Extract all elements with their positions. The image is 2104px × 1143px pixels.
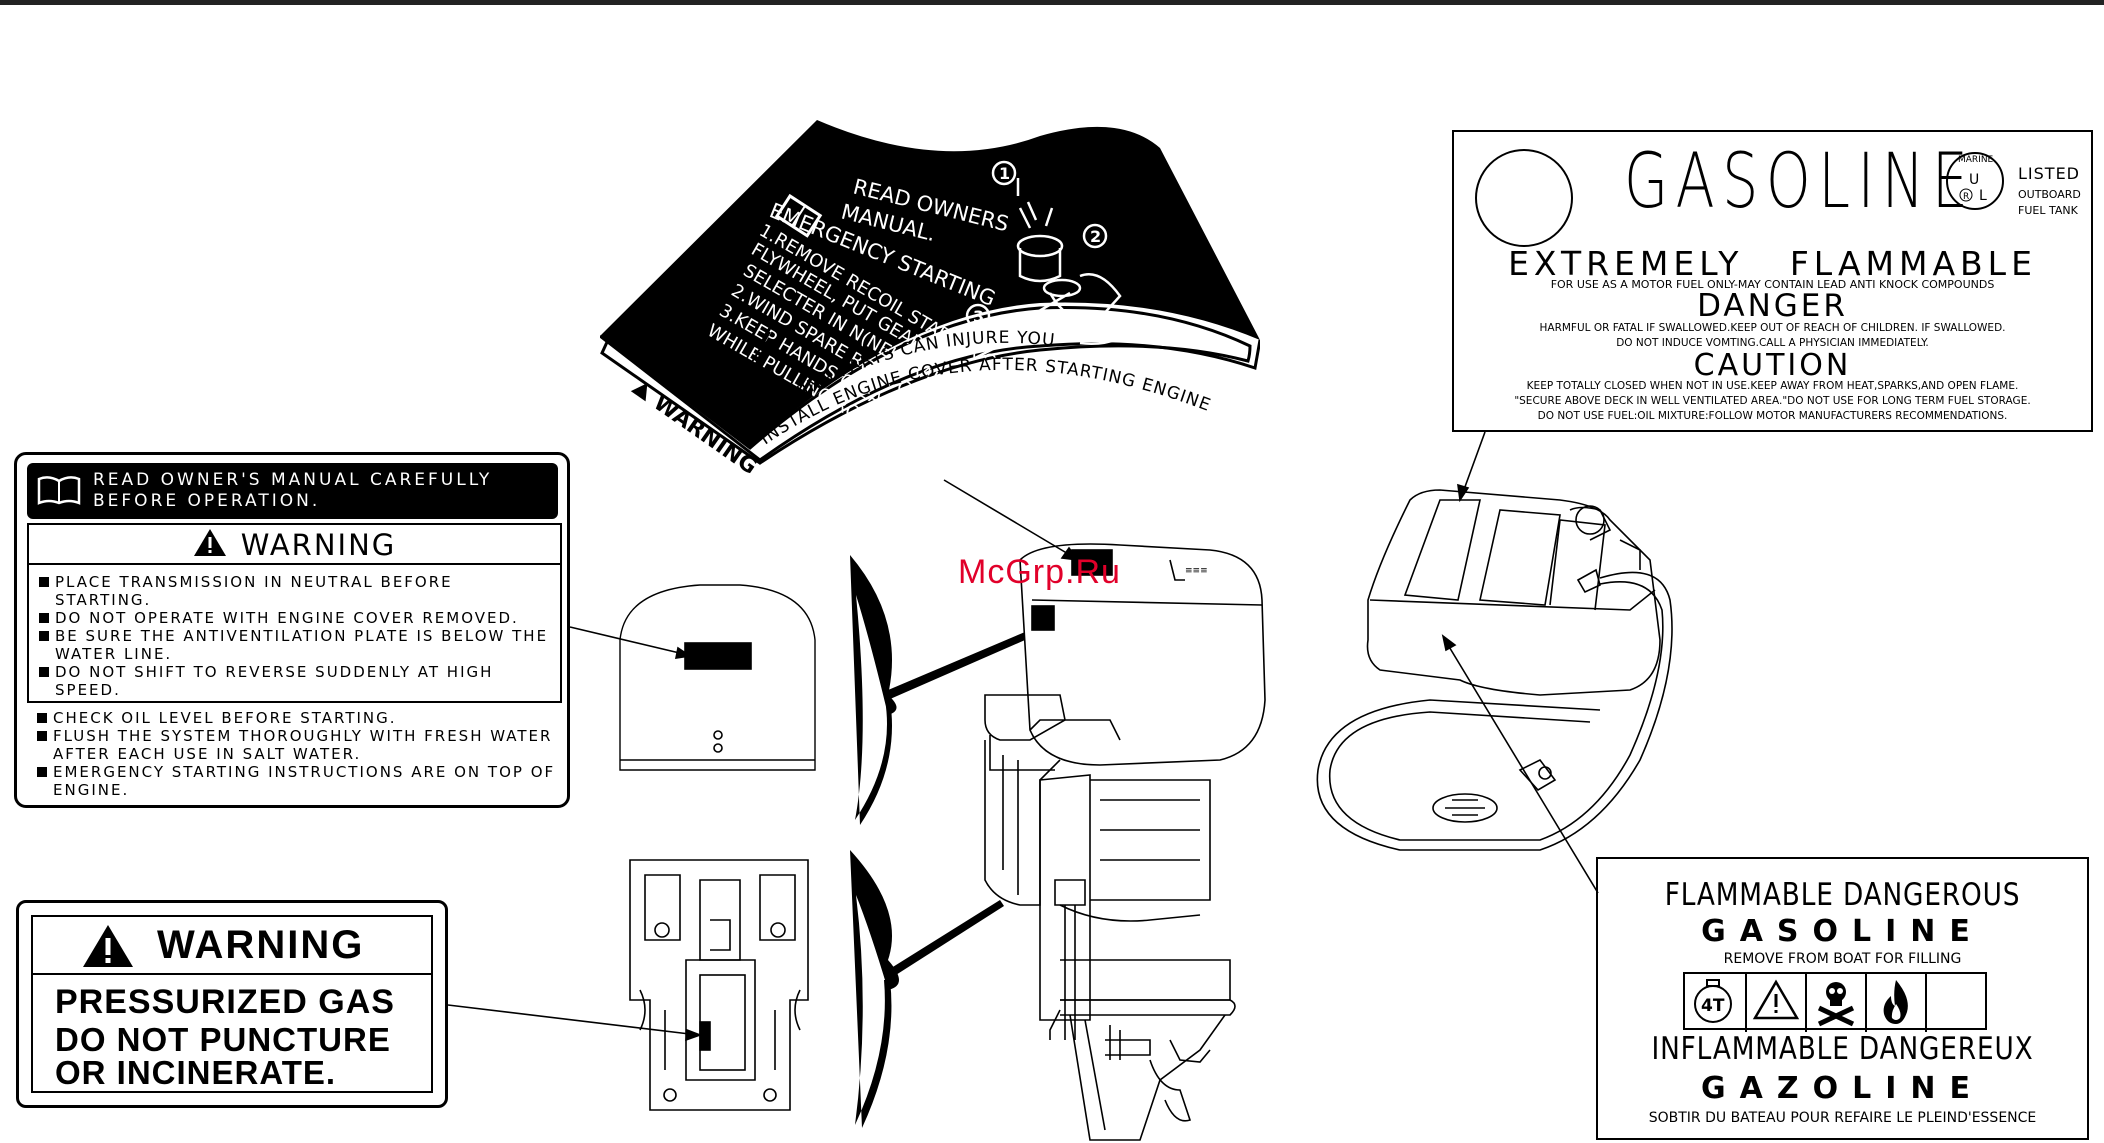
flammable-gasoline-label: FLAMMABLE DANGEROUS GASOLINE REMOVE FROM… (1596, 857, 2089, 1140)
flame-icon (1865, 974, 1925, 1032)
caution-line-2: "SECURE ABOVE DECK IN WELL VENTILATED AR… (1514, 395, 2031, 407)
warning-triangle-icon (630, 383, 648, 402)
warning-title-text: WARNING (240, 528, 397, 562)
label-white-strip (600, 306, 1252, 465)
ul-marine-text: MARINE (1958, 155, 1994, 165)
flammable-dangerous-text: FLAMMABLE DANGEROUS (1664, 877, 2021, 913)
hazard-icon-row: 4T (1683, 972, 1987, 1032)
top-border (0, 0, 2104, 5)
manual-header: READ OWNER'S MANUAL CAREFULLY BEFORE OPE… (27, 463, 558, 519)
blank-seal-circle (1475, 149, 1573, 247)
caution-icon (1745, 974, 1805, 1032)
gas-warning-word: WARNING (157, 923, 365, 967)
manual-warning-box: WARNING PLACE TRANSMISSION IN NEUTRAL BE… (27, 523, 562, 703)
ul-l: L (1979, 188, 1987, 204)
pressurized-gas-label: WARNING PRESSURIZED GAS DO NOT PUNCTURE … (16, 900, 448, 1108)
gasoline-word: GASOLINE (1701, 914, 1984, 949)
pressurized-gas-text: PRESSURIZED GAS (55, 983, 395, 1021)
caution-line-3: DO NOT USE FUEL:OIL MIXTURE:FOLLOW MOTOR… (1537, 410, 2008, 422)
ul-u: U (1969, 172, 1979, 188)
incinerate-text: OR INCINERATE. (55, 1054, 337, 1091)
warning-item: DO NOT SHIFT TO REVERSE SUDDENLY AT HIGH… (35, 663, 555, 699)
do-not-puncture-text: DO NOT PUNCTURE (55, 1021, 391, 1058)
4t-icon-text: 4T (1701, 996, 1725, 1016)
info-item: FLUSH THE SYSTEM THOROUGHLY WITH FRESH W… (33, 727, 563, 763)
engine-cover-drawing (619, 584, 816, 771)
danger-heading: DANGER (1697, 288, 1848, 324)
danger-line-2: DO NOT INDUCE VOMTING.CALL A PHYSICIAN I… (1616, 337, 1929, 349)
gas-warning-title: WARNING (33, 917, 431, 975)
info-item: CHECK OIL LEVEL BEFORE STARTING. (33, 709, 563, 727)
warning-triangle-icon (193, 527, 227, 567)
for-use-text: FOR USE AS A MOTOR FUEL ONLY-MAY CONTAIN… (1550, 278, 1995, 291)
bracket-drawing (629, 859, 809, 1111)
watermark: McGrp.Ru (958, 553, 1121, 591)
caution-heading: CAUTION (1693, 348, 1852, 383)
step-3-number: 3 (973, 307, 984, 326)
warning-item: DO NOT OPERATE WITH ENGINE COVER REMOVED… (35, 609, 555, 627)
step-2-number: 2 (1090, 227, 1101, 246)
step-1-number: 1 (999, 164, 1010, 183)
listed-text: LISTED (2018, 164, 2080, 183)
outboard-motor-drawing: ≡≡≡ (984, 543, 1266, 1141)
poison-skull-icon (1805, 974, 1865, 1032)
svg-text:≡≡≡: ≡≡≡ (1185, 566, 1208, 576)
label-black-body (600, 120, 1260, 448)
book-icon (37, 476, 81, 505)
warning-item: PLACE TRANSMISSION IN NEUTRAL BEFORE STA… (35, 573, 555, 609)
owners-manual-label: READ OWNER'S MANUAL CAREFULLY BEFORE OPE… (14, 452, 570, 808)
ul-r: R (1963, 192, 1969, 202)
manual-warning-title: WARNING (29, 525, 560, 565)
gasoline-title: GASOLINE (1624, 136, 1976, 225)
emergency-starting-label: READ OWNERS MANUAL. EMERGENCY STARTING 1… (600, 118, 1260, 478)
fuel-tank-text: FUEL TANK (2018, 204, 2078, 217)
sortir-text: SOBTIR DU BATEAU POUR REFAIRE LE PLEIND'… (1648, 1110, 2037, 1126)
ul-marine-logo: MARINE U R L (1946, 152, 2004, 210)
callout-braces (850, 555, 1025, 1128)
4t-icon: 4T (1685, 974, 1745, 1032)
empty-icon-cell (1925, 974, 1985, 1032)
caution-line-1: KEEP TOTALLY CLOSED WHEN NOT IN USE.KEEP… (1526, 380, 2019, 392)
manual-header-text: READ OWNER'S MANUAL CAREFULLY BEFORE OPE… (93, 470, 493, 511)
info-item: EMERGENCY STARTING INSTRUCTIONS ARE ON T… (33, 763, 563, 799)
book-icon (774, 193, 823, 238)
fuel-tank-drawing (1316, 489, 1673, 851)
remove-from-boat-text: REMOVE FROM BOAT FOR FILLING (1723, 951, 1962, 967)
recoil-starter-illustration: 1 2 3 (965, 160, 1151, 360)
leader-lines (447, 431, 1599, 1042)
gazoline-word: GAZOLINE (1701, 1071, 1984, 1106)
inflammable-dangereux-text: INFLAMMABLE DANGEREUX (1651, 1031, 2034, 1067)
warning-item: BE SURE THE ANTIVENTILATION PLATE IS BEL… (35, 627, 555, 663)
gasoline-tank-label: GASOLINE MARINE U R L LISTED OUTBOARD FU… (1452, 130, 2093, 432)
outboard-text: OUTBOARD (2018, 188, 2081, 201)
warning-triangle-icon (83, 925, 133, 967)
extremely-flammable-text: EXTREMELY FLAMMABLE (1508, 244, 2037, 283)
danger-line-1: HARMFUL OR FATAL IF SWALLOWED.KEEP OUT O… (1539, 322, 2006, 334)
